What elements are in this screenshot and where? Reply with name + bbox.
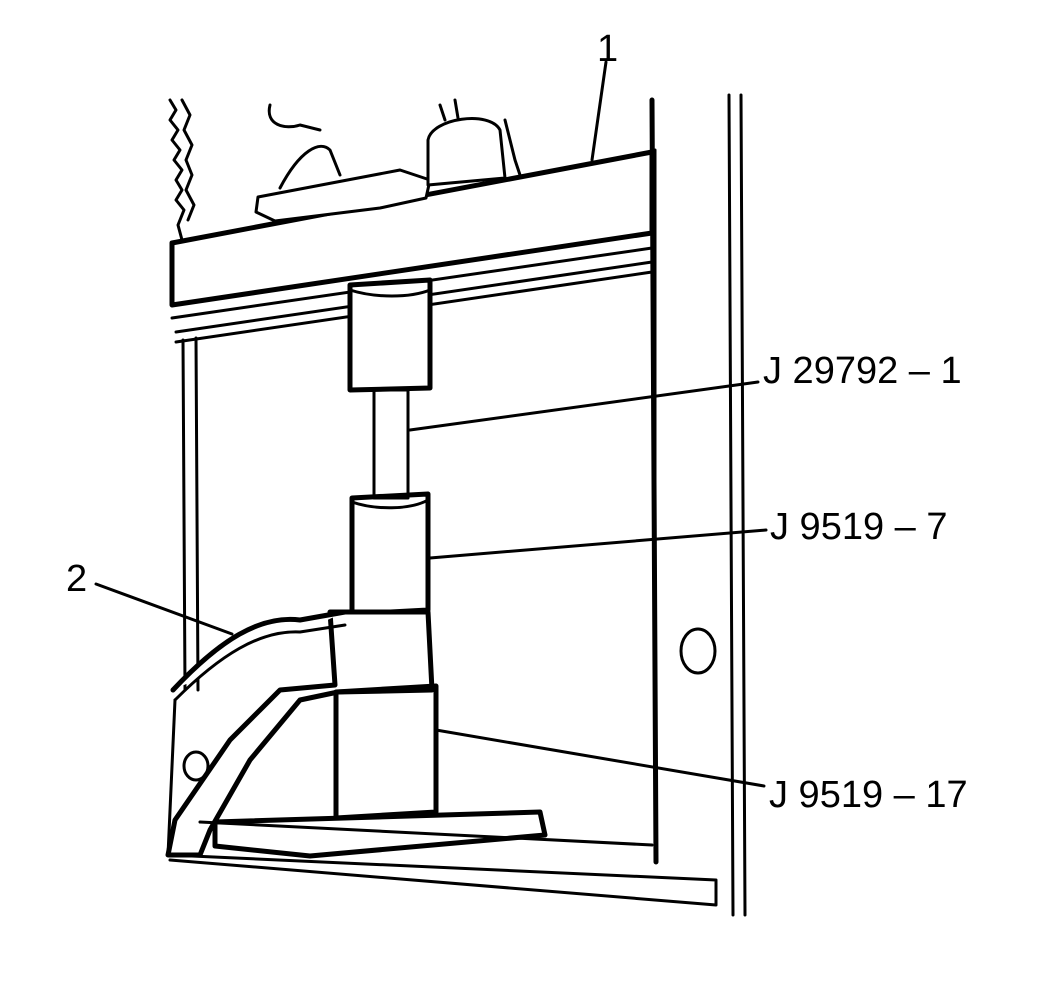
leader-line-j9519-7: [428, 528, 768, 560]
tool-j9519-17-block: [333, 683, 439, 821]
leader-line-j9519-17: [434, 728, 766, 788]
leader-line-j29792: [408, 380, 760, 432]
leader-lines: [94, 60, 768, 788]
callout-tool-j9519-17: J 9519 – 17: [769, 774, 968, 816]
callout-item-2: 2: [66, 558, 88, 600]
tool-j9519-7-sleeve: [349, 491, 431, 617]
callout-item-1: 1: [597, 28, 619, 70]
press-ram: [347, 277, 433, 393]
press-fixture-arm: [165, 609, 717, 858]
callout-tool-j9519-7: J 9519 – 7: [770, 506, 948, 548]
callout-tool-j29792-1: J 29792 – 1: [763, 350, 962, 392]
leader-line-1: [590, 60, 608, 162]
press-frame: [168, 93, 747, 917]
press-base-plate: [168, 809, 718, 907]
leader-line-2: [94, 582, 234, 636]
tool-j29792-1-rod: [372, 388, 410, 500]
